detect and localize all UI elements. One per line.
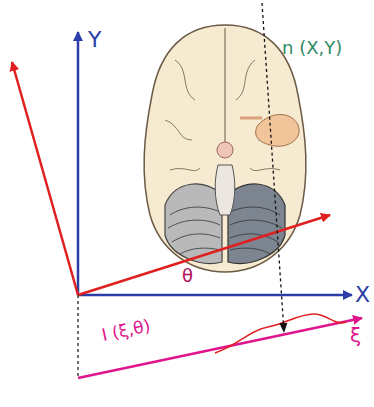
angle-label: θ: [182, 266, 193, 286]
brain-drawing: [144, 25, 306, 272]
y-axis: [77, 32, 80, 295]
axis-label: Y: [88, 28, 101, 52]
projection-label: I (ξ,θ): [100, 316, 152, 344]
dotted-guide: [77, 295, 78, 376]
ray-line: [262, 3, 284, 332]
x-axis: [78, 294, 352, 297]
rotated-axis: [78, 215, 330, 295]
projection-profile: [215, 314, 346, 353]
function-label: n (X,Y): [282, 38, 342, 58]
axis-label: X: [355, 283, 370, 307]
rotated-axis: [12, 62, 78, 295]
axis-label: ξ: [350, 324, 361, 346]
